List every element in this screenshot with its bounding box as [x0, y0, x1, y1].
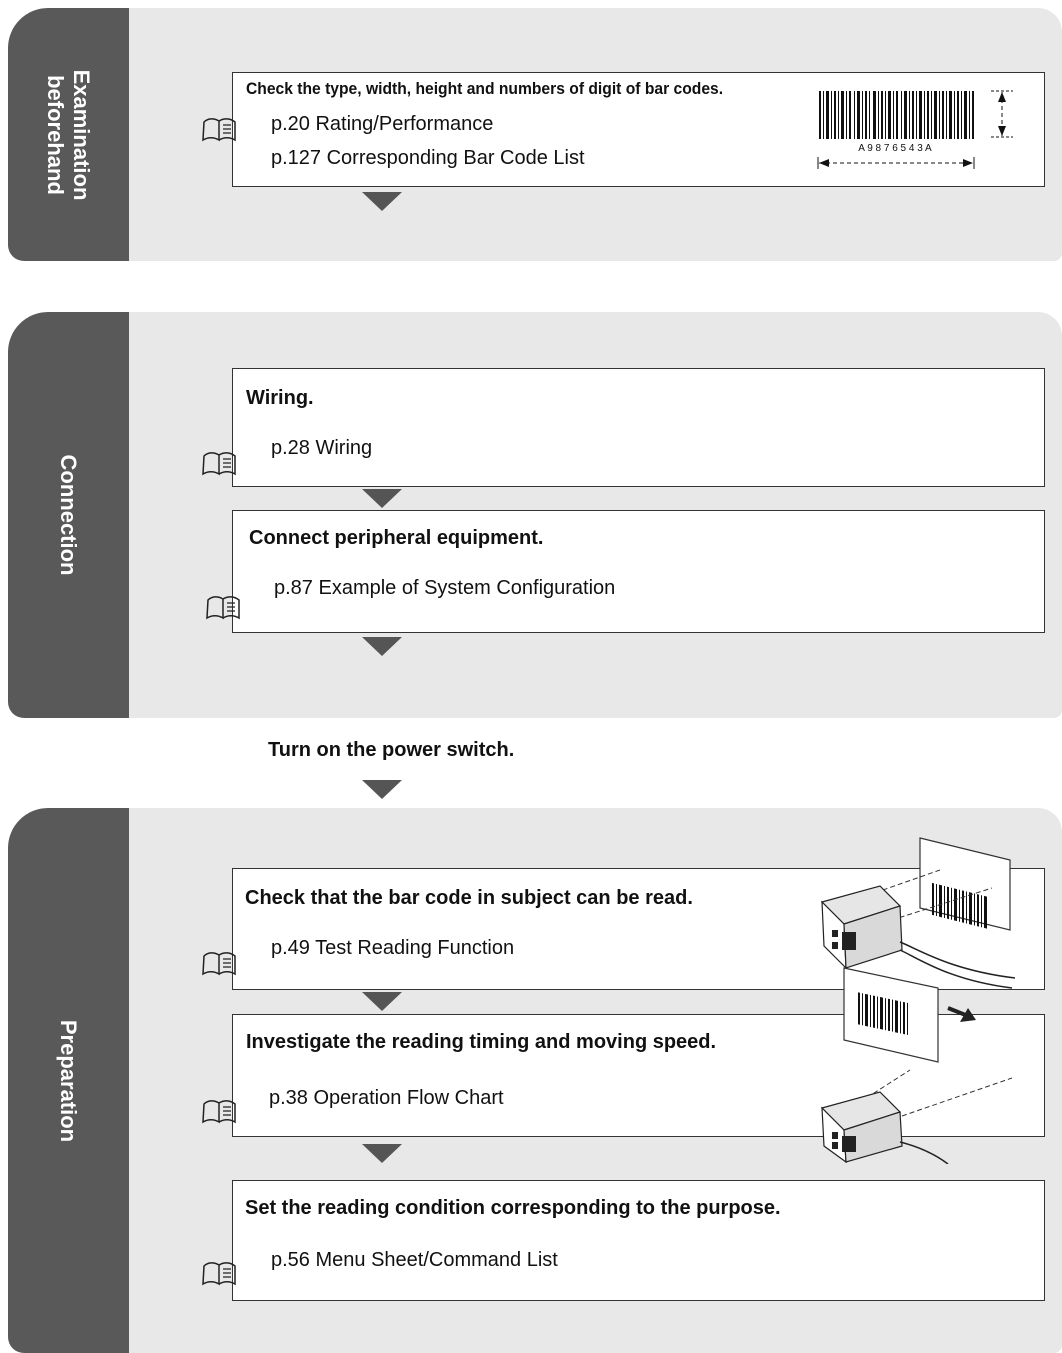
- section-tab: Connection: [8, 312, 129, 718]
- step-title: Connect peripheral equipment.: [249, 527, 544, 549]
- step-title: Investigate the reading timing and movin…: [246, 1031, 717, 1053]
- step-box-check-barcode: Check the type, width, height and number…: [232, 72, 1045, 187]
- down-triangle-icon: [362, 992, 402, 1011]
- step-box-wiring: Wiring. p.28 Wiring: [232, 368, 1045, 487]
- open-book-icon: [206, 596, 240, 620]
- down-triangle-icon: [362, 192, 402, 211]
- open-book-icon: [202, 452, 236, 476]
- open-book-icon: [202, 952, 236, 976]
- section-tab: Examination beforehand: [8, 8, 129, 261]
- step-title: Set the reading condition corresponding …: [245, 1197, 781, 1219]
- barcode-digits: A 9 8 7 6 5 4 3 A: [858, 143, 932, 154]
- step-title: Check that the bar code in subject can b…: [245, 887, 693, 909]
- down-triangle-icon: [362, 489, 402, 508]
- open-book-icon: [202, 118, 236, 142]
- reference-link[interactable]: p.127 Corresponding Bar Code List: [271, 147, 585, 169]
- reference-link[interactable]: p.49 Test Reading Function: [271, 937, 515, 959]
- barcode-illustration: A 9 8 7 6 5 4 3 A: [817, 90, 1013, 169]
- reference-link[interactable]: p.87 Example of System Configuration: [274, 577, 616, 599]
- section-tab-label: Preparation: [56, 1019, 81, 1142]
- step-box-peripheral: Connect peripheral equipment. p.87 Examp…: [232, 510, 1045, 633]
- open-book-icon: [202, 1100, 236, 1124]
- section-tab: Preparation: [8, 808, 129, 1353]
- reference-link[interactable]: p.20 Rating/Performance: [271, 113, 494, 135]
- section-tab-label: Connection: [56, 454, 81, 576]
- step-title: Check the type, width, height and number…: [246, 79, 724, 98]
- section-tab-label: Examination beforehand: [43, 69, 94, 200]
- power-on-step: Turn on the power switch.: [268, 739, 515, 761]
- down-triangle-icon: [362, 1144, 402, 1163]
- down-triangle-icon: [362, 780, 402, 799]
- down-triangle-icon: [362, 637, 402, 656]
- scanner-reading-illustration: [820, 837, 1015, 989]
- step-box-reading-condition: Set the reading condition corresponding …: [232, 1180, 1045, 1301]
- step-title: Wiring.: [246, 387, 314, 409]
- reference-link[interactable]: p.38 Operation Flow Chart: [269, 1087, 504, 1109]
- open-book-icon: [202, 1262, 236, 1286]
- reference-link[interactable]: p.28 Wiring: [271, 437, 373, 459]
- scanner-moving-illustration: [820, 967, 1013, 1164]
- reference-link[interactable]: p.56 Menu Sheet/Command List: [271, 1249, 558, 1271]
- step-box-test-reading: Check that the bar code in subject can b…: [232, 868, 1045, 990]
